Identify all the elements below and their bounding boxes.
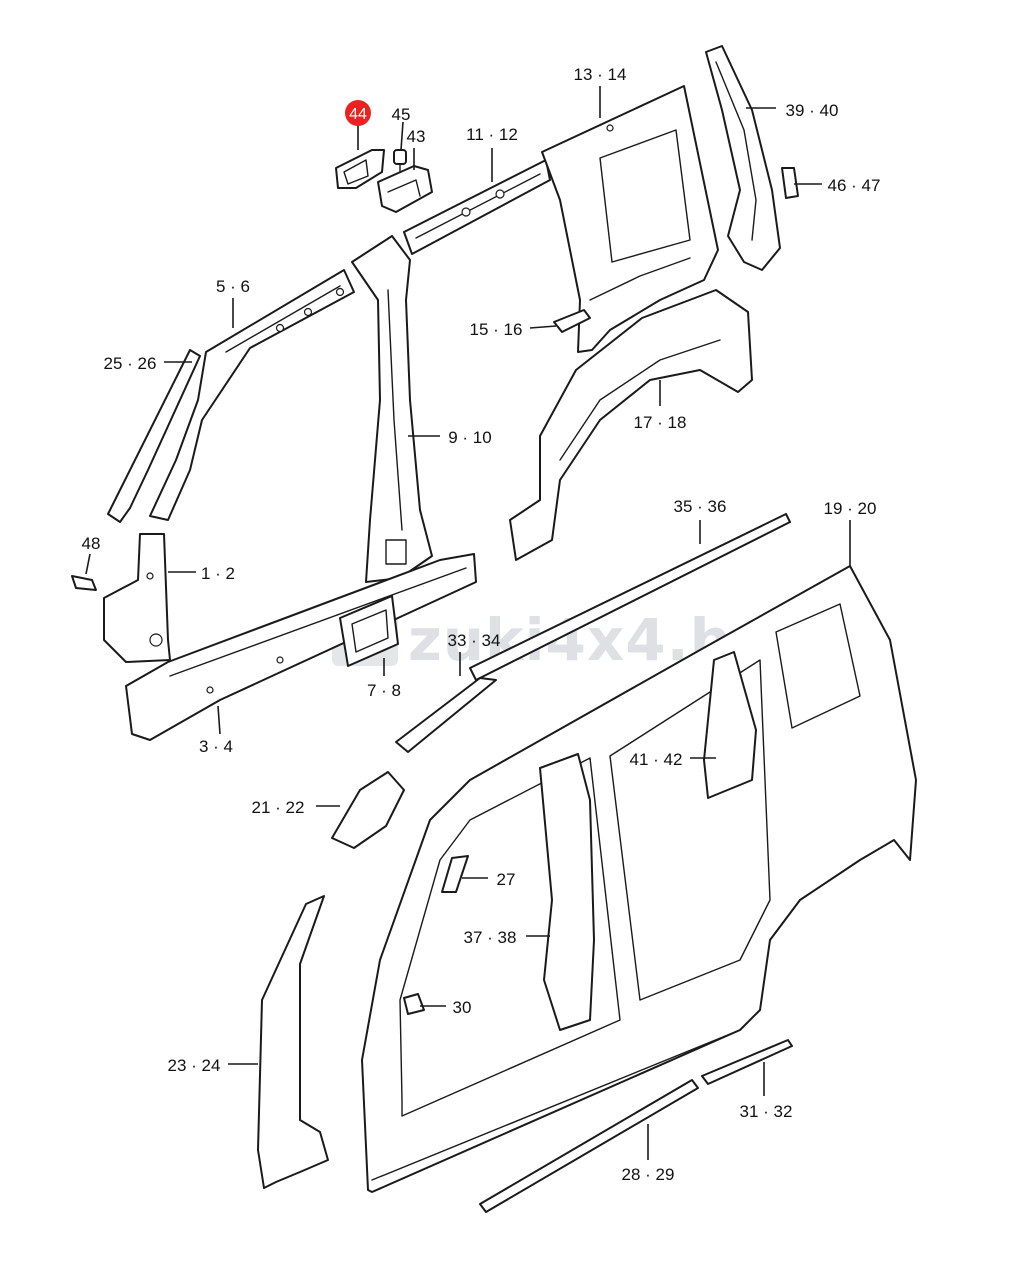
part-33-34-strip[interactable] [395,677,497,753]
part-15-16-bracket[interactable] [553,309,591,333]
callout-41-42[interactable]: 41 · 42 [630,750,683,769]
callout-44[interactable]: 44 [349,106,367,123]
callout-23-24[interactable]: 23 · 24 [168,1056,221,1075]
callout-11-12[interactable]: 11 · 12 [466,125,518,144]
part-13-14-quarter-inner[interactable] [541,85,719,353]
callout-7-8[interactable]: 7 · 8 [367,681,401,700]
callout-3-4[interactable]: 3 · 4 [199,737,233,756]
part-17-18-wheelhouse[interactable] [509,289,753,561]
part-5-6-front-pillar-upper[interactable] [149,269,355,521]
callout-45[interactable]: 45 [392,105,411,124]
part-7-8-reinforcement[interactable] [339,595,399,667]
callout-31-32[interactable]: 31 · 32 [740,1102,793,1121]
part-30-clip[interactable] [403,993,425,1015]
part-25-26-strip[interactable] [107,349,201,523]
callout-43[interactable]: 43 [407,127,426,146]
part-21-22-bracket[interactable] [331,771,405,849]
callout-5-6[interactable]: 5 · 6 [216,277,250,296]
part-48-bolt[interactable] [71,575,97,591]
callout-39-40[interactable]: 39 · 40 [786,101,839,120]
part-35-36-rail[interactable] [469,513,791,681]
leader-lines [85,86,851,1160]
part-11-12-roof-rail[interactable] [403,159,551,255]
callout-35-36[interactable]: 35 · 36 [674,497,727,516]
part-23-24-pillar-inner[interactable] [257,895,329,1189]
callout-37-38[interactable]: 37 · 38 [464,928,517,947]
callout-33-34[interactable]: 33 · 34 [448,631,501,650]
part-45-bolt[interactable] [393,149,407,173]
callout-labels: 44 45 43 11 · 12 13 · 14 39 · 40 46 · 47… [82,65,881,1184]
part-31-32-rail[interactable] [701,1039,793,1085]
callout-9-10[interactable]: 9 · 10 [448,428,491,447]
part-46-47-clip[interactable] [781,167,799,199]
highlight-marker [345,100,371,126]
part-44-bracket[interactable] [335,149,385,189]
callout-17-18[interactable]: 17 · 18 [634,413,687,432]
callout-27[interactable]: 27 [497,870,516,889]
part-41-42-pillar[interactable] [703,651,757,799]
callout-46-47[interactable]: 46 · 47 [828,176,881,195]
callout-13-14[interactable]: 13 · 14 [574,65,627,84]
part-9-10-center-pillar[interactable] [351,235,433,583]
callout-21-22[interactable]: 21 · 22 [252,798,305,817]
part-28-29-rail[interactable] [479,1079,699,1213]
callout-1-2[interactable]: 1 · 2 [201,564,235,583]
part-37-38-pillar-inner[interactable] [539,753,595,1031]
callout-28-29[interactable]: 28 · 29 [622,1165,675,1184]
part-43-bracket[interactable] [377,165,433,213]
callout-30[interactable]: 30 [453,998,472,1017]
part-39-40-rear-pillar[interactable] [705,45,781,271]
callout-25-26[interactable]: 25 · 26 [104,354,157,373]
part-27-clip[interactable] [441,855,469,893]
callout-48[interactable]: 48 [82,534,101,553]
callout-15-16[interactable]: 15 · 16 [470,320,523,339]
callout-19-20[interactable]: 19 · 20 [824,499,877,518]
part-1-2-front-pillar-lower[interactable] [103,533,171,663]
